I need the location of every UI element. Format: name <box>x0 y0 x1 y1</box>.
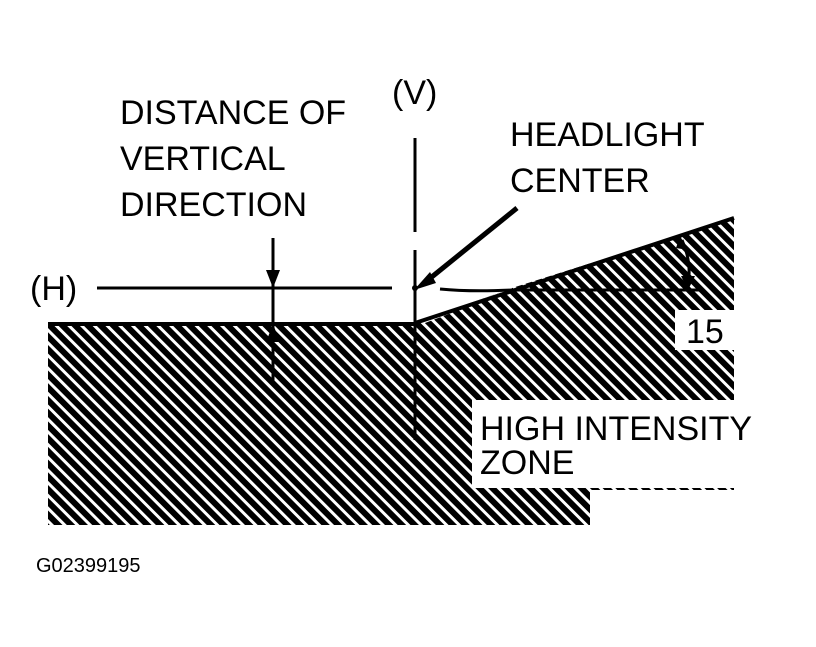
headlight-center-arrowhead <box>414 272 436 290</box>
angle-arrowhead-bottom <box>681 276 695 290</box>
distance-label-line2: VERTICAL <box>120 140 286 178</box>
angle-value-label: 15 <box>686 313 724 351</box>
distance-label-line1: DISTANCE OF <box>120 94 346 132</box>
dimension-arrow-up <box>266 270 280 288</box>
angle-label-box <box>675 310 737 350</box>
vertical-marker-label: (V) <box>392 74 437 112</box>
angle-arrowhead-top <box>676 236 688 250</box>
zone-label-line2: ZONE <box>480 444 574 482</box>
dimension-arrow-down <box>266 324 280 342</box>
headlight-label-line2: CENTER <box>510 162 650 200</box>
figure-id-label: G02399195 <box>36 555 141 577</box>
headlight-label-line1: HEADLIGHT <box>510 116 705 154</box>
rising-cutoff-edge <box>414 216 735 325</box>
horizontal-marker-label: (H) <box>30 270 77 308</box>
horizontal-line-continuation <box>439 287 700 293</box>
distance-label-line3: DIRECTION <box>120 186 307 224</box>
zone-label-line1: HIGH INTENSITY <box>480 410 752 448</box>
zone-label-box <box>472 400 787 488</box>
headlight-center-leader <box>426 206 519 282</box>
headlight-center-point <box>412 285 418 291</box>
